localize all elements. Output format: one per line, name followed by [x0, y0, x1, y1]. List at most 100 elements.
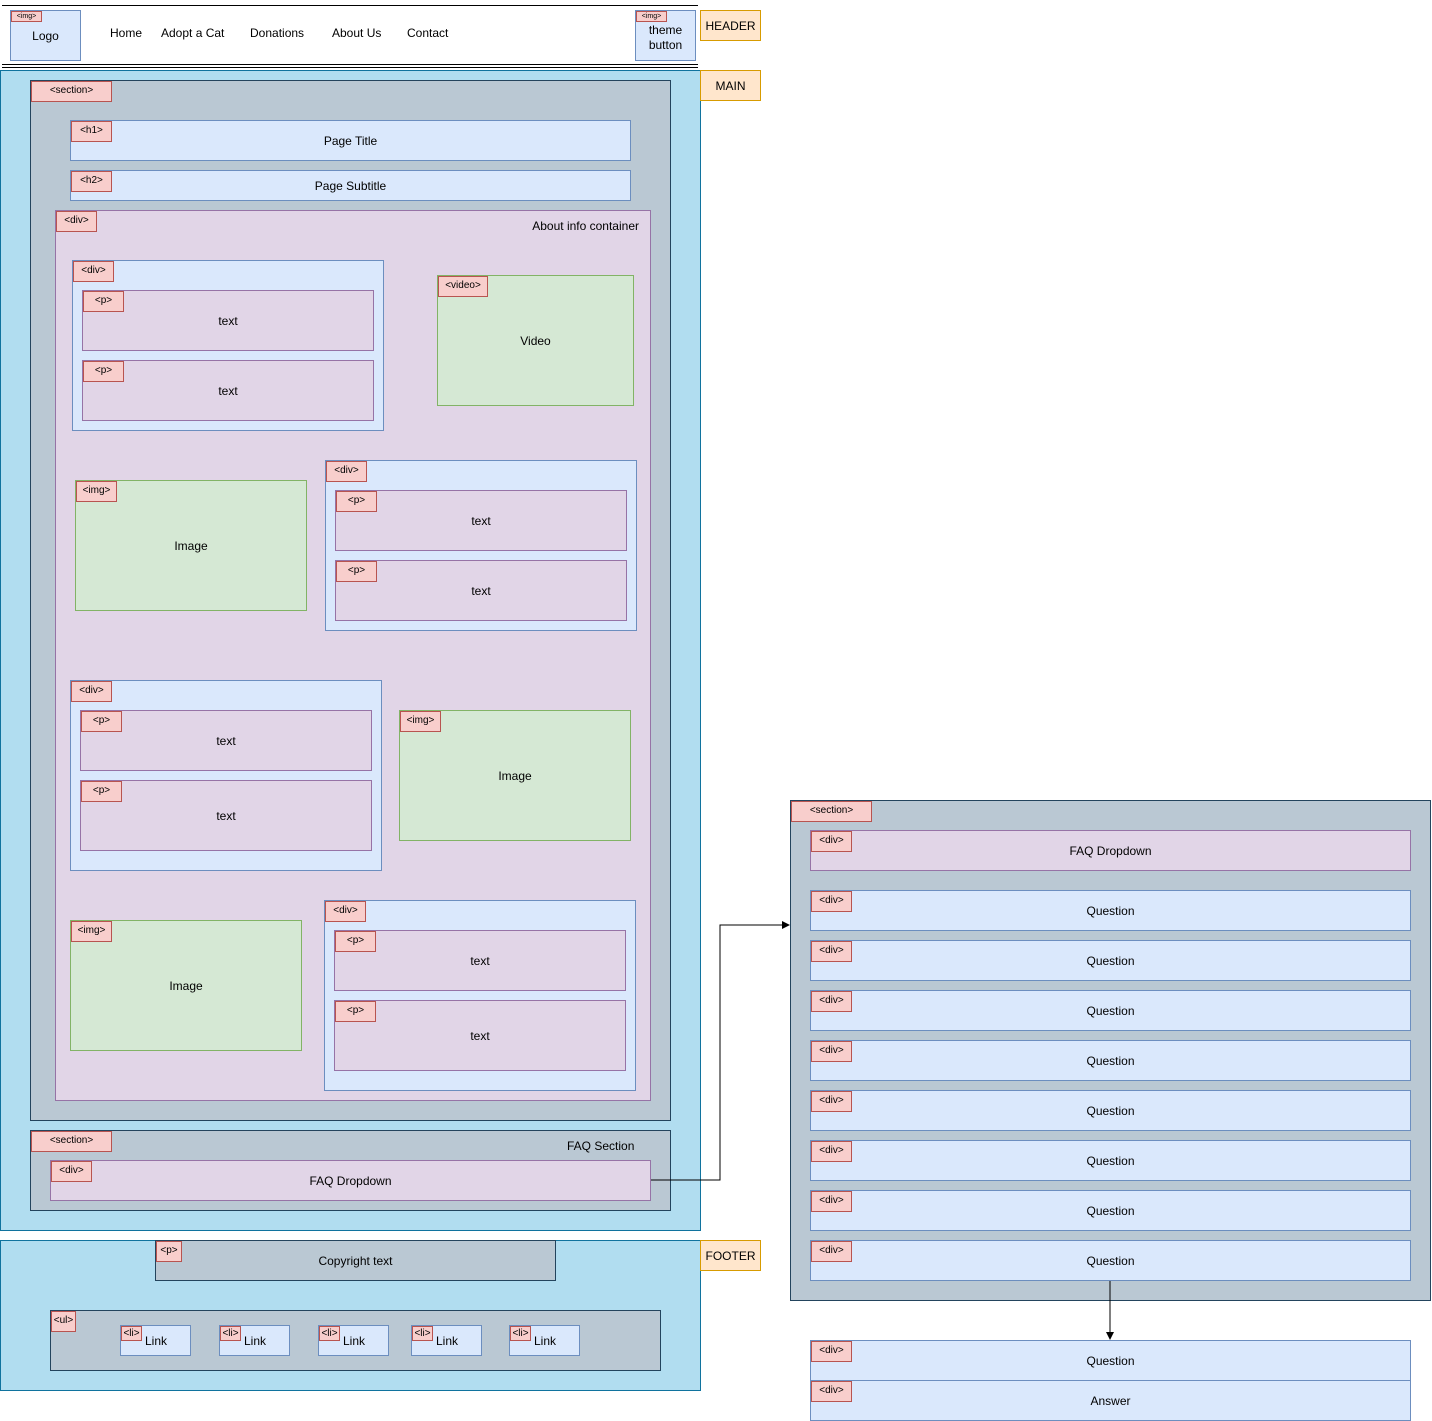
nav-adopt-a-cat[interactable]: Adopt a Cat [161, 26, 225, 40]
li-tag: <li> [319, 1326, 340, 1341]
section-tag: <section> [31, 81, 112, 102]
video-placeholder: <video> Video [437, 275, 634, 406]
header-bottom-rule-2 [2, 67, 698, 68]
link-label: Link [343, 1334, 366, 1348]
div-tag: <div> [811, 941, 852, 962]
faq-question[interactable]: <div> Question [810, 940, 1411, 981]
image-placeholder: <img> Image [75, 480, 307, 611]
faq-detail-dropdown[interactable]: <div> FAQ Dropdown [810, 830, 1411, 871]
p-tag: <p> [81, 781, 122, 802]
faq-question[interactable]: <div> Question [810, 1090, 1411, 1131]
expanded-question[interactable]: <div> Question [810, 1340, 1411, 1381]
answer-label: Answer [1090, 1394, 1131, 1408]
div-tag: <div> [811, 991, 852, 1012]
header-bottom-rule [2, 64, 698, 65]
p-tag: <p> [156, 1241, 182, 1262]
about-info-container-label: About info container [532, 219, 639, 233]
video-label: Video [520, 334, 551, 348]
faq-question[interactable]: <div> Question [810, 1040, 1411, 1081]
p-tag: <p> [83, 361, 124, 382]
p-tag: <p> [336, 561, 377, 582]
div-tag: <div> [811, 891, 852, 912]
img-tag: <img> [400, 711, 441, 732]
footer-link[interactable]: <li> Link [219, 1325, 290, 1356]
page-title-label: Page Title [323, 134, 378, 148]
video-tag: <video> [438, 276, 488, 297]
question-label: Question [1086, 1254, 1135, 1268]
text-paragraph: <p> text [335, 560, 627, 621]
paragraph-text: text [471, 514, 491, 528]
header-top-rule [2, 5, 698, 6]
div-tag: <div> [56, 211, 97, 232]
p-tag: <p> [336, 491, 377, 512]
main-region-label: MAIN [700, 70, 761, 101]
link-label: Link [436, 1334, 459, 1348]
div-tag: <div> [326, 461, 367, 482]
link-label: Link [534, 1334, 557, 1348]
div-tag: <div> [811, 1381, 852, 1402]
theme-button-label: theme button [648, 22, 683, 52]
paragraph-text: text [470, 1029, 490, 1043]
arrowhead-icon [1106, 1332, 1114, 1340]
img-tag: <img> [636, 11, 667, 22]
image-label: Image [498, 769, 532, 783]
img-tag: <img> [76, 481, 117, 502]
nav-about-us[interactable]: About Us [332, 26, 382, 40]
image-label: Image [174, 539, 208, 553]
text-paragraph: <p> text [82, 290, 374, 351]
div-tag: <div> [811, 1141, 852, 1162]
p-tag: <p> [83, 291, 124, 312]
footer-link[interactable]: <li> Link [318, 1325, 389, 1356]
text-paragraph: <p> text [80, 710, 372, 771]
paragraph-text: text [218, 314, 238, 328]
p-tag: <p> [335, 1001, 376, 1022]
footer-link[interactable]: <li> Link [509, 1325, 580, 1356]
logo-label: Logo [32, 29, 59, 43]
faq-question[interactable]: <div> Question [810, 1240, 1411, 1281]
img-tag: <img> [71, 921, 112, 942]
page-title: <h1> Page Title [70, 120, 631, 161]
img-tag: <img> [11, 11, 42, 22]
paragraph-text: text [470, 954, 490, 968]
div-tag: <div> [811, 1341, 852, 1362]
section-tag: <section> [791, 801, 872, 822]
div-tag: <div> [71, 681, 112, 702]
text-paragraph: <p> text [335, 490, 627, 551]
question-label: Question [1086, 904, 1135, 918]
paragraph-text: text [216, 734, 236, 748]
footer-region-label: FOOTER [700, 1240, 761, 1271]
image-placeholder: <img> Image [399, 710, 631, 841]
question-label: Question [1086, 1354, 1135, 1368]
div-tag: <div> [811, 1091, 852, 1112]
footer-link[interactable]: <li> Link [120, 1325, 191, 1356]
div-tag: <div> [811, 1041, 852, 1062]
nav-donations[interactable]: Donations [250, 26, 305, 40]
text-paragraph: <p> text [82, 360, 374, 421]
paragraph-text: text [471, 584, 491, 598]
image-placeholder: <img> Image [70, 920, 302, 1051]
faq-question[interactable]: <div> Question [810, 1140, 1411, 1181]
section-tag: <section> [31, 1131, 112, 1152]
faq-dropdown[interactable]: <div> FAQ Dropdown [50, 1160, 651, 1201]
question-label: Question [1086, 954, 1135, 968]
nav-home[interactable]: Home [110, 26, 143, 40]
theme-button[interactable]: <img> theme button [635, 10, 696, 61]
header-region-label: HEADER [700, 10, 761, 41]
copyright: <p> Copyright text [155, 1240, 556, 1281]
h2-tag: <h2> [71, 171, 112, 192]
ul-tag: <ul> [51, 1311, 76, 1332]
link-label: Link [244, 1334, 267, 1348]
image-label: Image [169, 979, 203, 993]
li-tag: <li> [220, 1326, 241, 1341]
paragraph-text: text [218, 384, 238, 398]
footer-link[interactable]: <li> Link [411, 1325, 482, 1356]
faq-question[interactable]: <div> Question [810, 890, 1411, 931]
div-tag: <div> [811, 831, 852, 852]
faq-question[interactable]: <div> Question [810, 990, 1411, 1031]
question-label: Question [1086, 1154, 1135, 1168]
li-tag: <li> [121, 1326, 142, 1341]
expanded-answer: <div> Answer [810, 1380, 1411, 1421]
faq-question[interactable]: <div> Question [810, 1190, 1411, 1231]
li-tag: <li> [412, 1326, 433, 1341]
nav-contact[interactable]: Contact [407, 26, 449, 40]
